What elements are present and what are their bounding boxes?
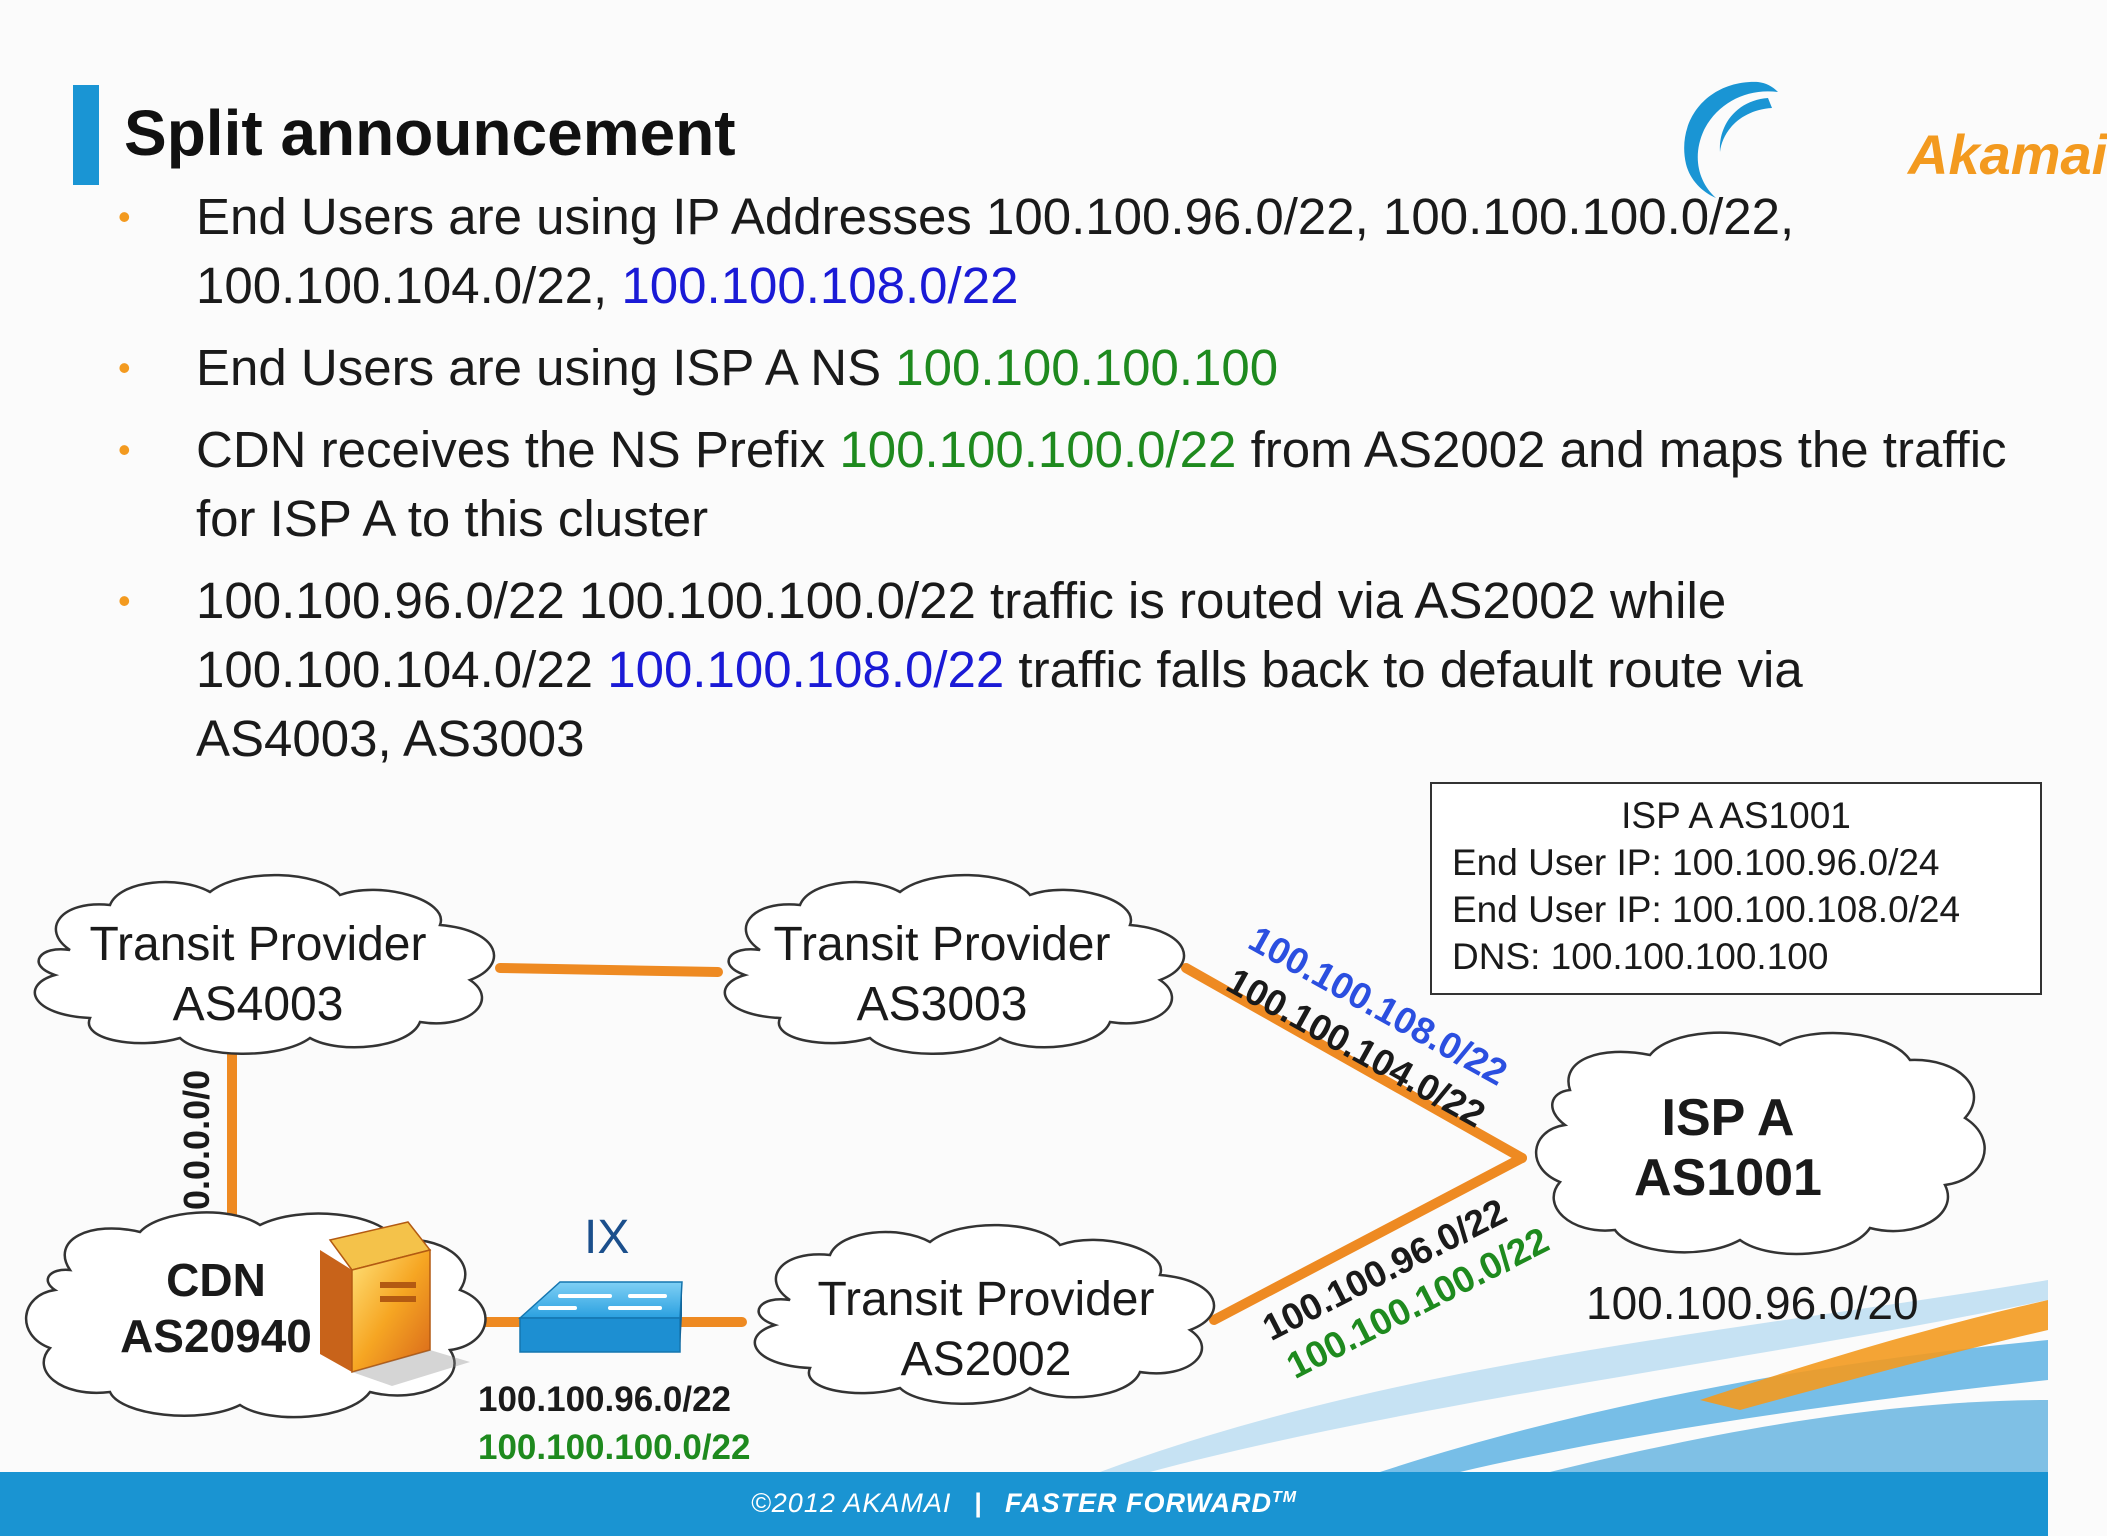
cloud-as4003-line2: AS4003: [172, 978, 344, 1031]
cdn-link-label-green: 100.100.100.0/22: [478, 1428, 751, 1467]
bullet-item: • CDN receives the NS Prefix 100.100.100…: [118, 415, 2008, 553]
akamai-logo: [1684, 81, 1778, 198]
cloud-as2002-line1: Transit Provider: [817, 1273, 1155, 1326]
decorative-swoosh: [1550, 1400, 2048, 1472]
bullet-text: from AS2002 and maps the traffic for ISP…: [196, 421, 2007, 547]
cdn-link-label-black: 100.100.96.0/22: [478, 1380, 732, 1419]
network-diagram: [24, 873, 2048, 1472]
bullet-text: End Users are using ISP A NS: [196, 339, 896, 396]
bullet-text: 100.100.96.0/22 100.100.100.0/22 traffic…: [196, 572, 1727, 698]
cloud-cdn-label: CDN AS20940: [96, 1252, 336, 1364]
bullet-list: • End Users are using IP Addresses 100.1…: [118, 182, 2008, 786]
footer-band: [0, 1472, 2048, 1536]
cloud-isp-a-line1: ISP A: [1661, 1089, 1795, 1147]
bullet-item: • 100.100.96.0/22 100.100.100.0/22 traff…: [118, 566, 2008, 773]
bullet-text: CDN receives the NS Prefix: [196, 421, 840, 478]
bullet-text: traffic falls back to default route via …: [196, 641, 1803, 767]
cloud-as3003-line1: Transit Provider: [773, 918, 1111, 971]
bullet-text-highlight: 100.100.100.0/22: [839, 421, 1237, 478]
ix-label: IX: [584, 1211, 630, 1264]
isp-info-box: ISP A AS1001 End User IP: 100.100.96.0/2…: [1430, 782, 2042, 995]
bullet-text-highlight: 100.100.108.0/22: [621, 257, 1019, 314]
decorative-swoosh: [1100, 1280, 2048, 1472]
cloud-as3003-line2: AS3003: [856, 978, 1028, 1031]
decorative-swoosh: [1380, 1340, 2048, 1472]
bullet-marker: •: [118, 196, 131, 237]
cloud-as4003: [33, 873, 496, 1055]
info-box-line: End User IP: 100.100.108.0/24: [1452, 889, 1961, 930]
title-accent-bar: [73, 85, 99, 185]
footer-tagline: FASTER FORWARD: [1004, 1488, 1272, 1518]
footer-copyright: ©2012 AKAMAI: [750, 1488, 952, 1518]
server-icon: [320, 1221, 470, 1386]
slide-title: Split announcement: [124, 97, 736, 169]
default-route-label: 0.0.0.0/0: [176, 1069, 217, 1210]
bullet-marker: •: [118, 580, 131, 621]
cloud-as3003: [723, 873, 1186, 1055]
cloud-as4003-label: Transit Provider AS4003: [78, 915, 438, 1035]
bullet-marker: •: [118, 429, 131, 470]
info-box-line: End User IP: 100.100.96.0/24: [1452, 842, 1940, 883]
cloud-isp-a: [1534, 1031, 1986, 1256]
cloud-cdn-line2: AS20940: [120, 1310, 312, 1362]
footer-separator: |: [973, 1488, 983, 1518]
cloud-as4003-line1: Transit Provider: [89, 918, 427, 971]
bullet-text: End Users are using IP Addresses 100.100…: [196, 188, 1795, 314]
cloud-as2002-line2: AS2002: [900, 1333, 1072, 1386]
akamai-logo-text: Akamai: [1908, 123, 2107, 186]
info-box-header: ISP A AS1001: [1621, 795, 1851, 836]
cloud-as3003-label: Transit Provider AS3003: [762, 915, 1122, 1035]
footer: ©2012 AKAMAI | FASTER FORWARDTM: [0, 1488, 2048, 1519]
link-as3003-ispa: [1181, 963, 1527, 1163]
link-as4003-as3003: [495, 963, 723, 977]
isp-prefix-label: 100.100.96.0/20: [1586, 1277, 1919, 1329]
bullet-marker: •: [118, 347, 131, 388]
bullet-text-highlight: 100.100.100.100: [895, 339, 1279, 396]
bullet-text-highlight: 100.100.108.0/22: [607, 641, 1005, 698]
switch-icon: [518, 1281, 683, 1353]
info-box-line: DNS: 100.100.100.100: [1452, 936, 1829, 977]
footer-trademark: TM: [1272, 1489, 1298, 1506]
bullet-item: • End Users are using IP Addresses 100.1…: [118, 182, 2008, 320]
cloud-cdn-line1: CDN: [166, 1254, 266, 1306]
cloud-isp-a-line2: AS1001: [1634, 1149, 1822, 1207]
decorative-swoosh: [1700, 1300, 2048, 1410]
cloud-as2002: [753, 1223, 1216, 1405]
bullet-item: • End Users are using ISP A NS 100.100.1…: [118, 333, 2008, 402]
link-as2002-ispa: [1209, 1153, 1527, 1325]
cloud-isp-a-label: ISP A AS1001: [1608, 1088, 1848, 1208]
cloud-as2002-label: Transit Provider AS2002: [806, 1270, 1166, 1390]
